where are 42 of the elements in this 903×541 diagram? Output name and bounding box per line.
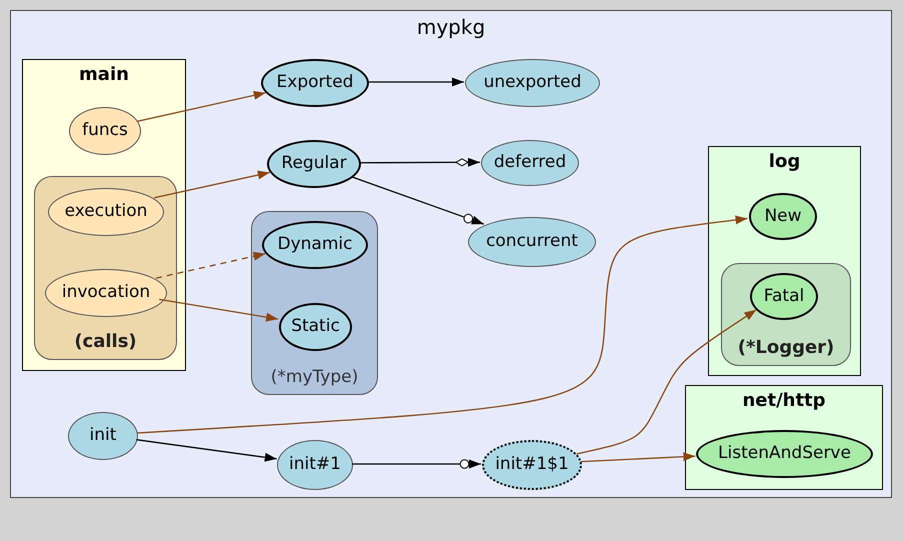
function-ellipse: New: [749, 193, 817, 240]
function-ellipse: invocation: [45, 269, 167, 317]
function-ellipse: Static: [279, 303, 352, 351]
cluster-title: (calls): [73, 330, 138, 353]
function-ellipse: Dynamic: [262, 221, 368, 269]
package-cluster: [10, 10, 892, 498]
call-arrow: [136, 216, 748, 434]
call-arrow: [368, 78, 464, 86]
function-ellipse: init#1: [277, 440, 353, 490]
cluster-title: mypkg: [416, 15, 486, 40]
call-arrow: [137, 90, 266, 122]
call-arrow: [154, 170, 270, 198]
function-ellipse: init#1$1: [482, 440, 582, 490]
call-arrow: [156, 252, 266, 279]
cluster-title: (*Logger): [736, 336, 836, 359]
function-ellipse: Exported: [261, 59, 369, 107]
function-ellipse: execution: [48, 188, 164, 236]
cluster-title: log: [768, 151, 802, 174]
function-ellipse: Regular: [267, 140, 361, 188]
call-arrow: [159, 298, 278, 322]
cluster-title: main: [78, 64, 130, 86]
function-ellipse: init: [68, 412, 138, 460]
type-cluster: [34, 176, 177, 360]
function-ellipse: unexported: [465, 59, 600, 107]
call-arrow: [136, 439, 277, 462]
type-cluster: [251, 211, 378, 395]
function-ellipse: ListenAndServe: [696, 430, 873, 478]
package-cluster: [685, 385, 883, 490]
function-ellipse: funcs: [69, 107, 141, 155]
cluster-title: (*myType): [270, 366, 360, 388]
function-ellipse: deferred: [481, 140, 579, 186]
call-arrow: [576, 309, 757, 455]
call-arrow: [352, 459, 481, 469]
function-ellipse: Fatal: [750, 273, 818, 320]
call-arrow: [360, 158, 480, 167]
package-cluster: [22, 59, 186, 371]
type-cluster: [721, 263, 851, 366]
call-arrow: [351, 176, 484, 225]
package-cluster: [708, 146, 861, 376]
call-arrow: [580, 452, 696, 462]
function-ellipse: concurrent: [468, 217, 596, 267]
cluster-title: net/http: [741, 390, 827, 412]
